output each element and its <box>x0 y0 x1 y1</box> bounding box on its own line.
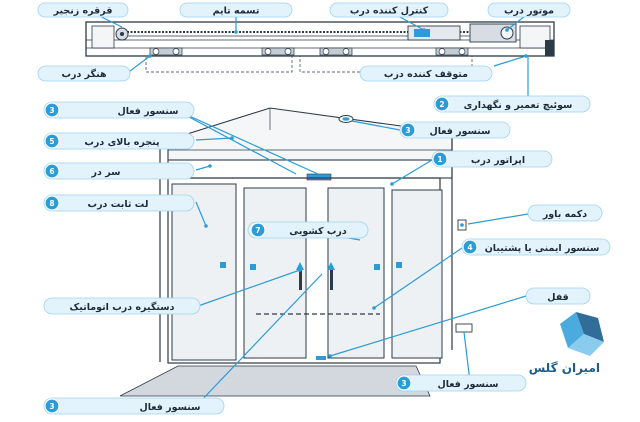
callout-10-text: دستگیره درب اتوماتیک <box>70 301 175 313</box>
callout-8-number: 7 <box>255 226 260 235</box>
callout-2-number: 5 <box>49 137 54 146</box>
callout-0-text: سنسور فعال <box>117 106 178 117</box>
operator-indicator <box>306 173 332 181</box>
label-door-motor: موتور درب <box>504 6 554 17</box>
callout-8-text: درب کشویی <box>289 226 347 237</box>
callout-6-number: 8 <box>49 199 54 208</box>
label-door-hanger: هنگر درب <box>61 68 107 80</box>
callout-1-number: 2 <box>439 100 444 109</box>
callout-12-number: 3 <box>401 379 406 388</box>
callout-13-text: سنسور فعال <box>139 402 200 413</box>
callout-7-text: دکمه باور <box>542 209 587 220</box>
callout-12-text: سنسور فعال <box>437 379 498 390</box>
top-labels: قرقره زنجیر تسمه تایم کنترل کننده درب مو… <box>37 2 571 82</box>
label-zipper-pulley: قرقره زنجیر <box>53 6 113 17</box>
callout-2-text: پنجره بالای درب <box>84 137 159 148</box>
operator-rail <box>85 21 555 73</box>
door-hangers <box>149 47 469 56</box>
callout-3-number: 3 <box>405 126 410 135</box>
callout-11-text: قفل <box>547 292 569 303</box>
label-door-stopper: متوقف کننده درب <box>384 69 468 80</box>
callout-4-text: سر در <box>91 167 121 178</box>
label-door-controller: کنترل کننده درب <box>350 6 429 17</box>
sliding-leaf-left <box>243 187 307 359</box>
callout-1-text: سوئیچ تعمیر و نگهداری <box>464 99 573 111</box>
callout-0-number: 3 <box>49 106 54 115</box>
callout-4-number: 6 <box>49 167 54 176</box>
brand-name: امیران گلس <box>529 361 600 375</box>
label-timing-belt: تسمه تایم <box>213 6 260 17</box>
fixed-leaf-right <box>391 189 443 359</box>
callout-13-number: 3 <box>49 402 54 411</box>
callout-9-number: 4 <box>467 243 472 252</box>
brand-logo: امیران گلس <box>529 312 604 375</box>
callout-9-text: سنسور ایمنی یا پشتیبان <box>485 243 600 254</box>
callout-5-number: 1 <box>437 155 442 164</box>
callout-5-text: اپراتور درب <box>471 155 525 166</box>
callout-3-text: سنسور فعال <box>429 126 490 137</box>
callouts: 3 سنسور فعال 2 سوئیچ تعمیر و نگهداری 5 پ… <box>43 57 611 415</box>
door-elevation <box>119 107 473 397</box>
callout-6-text: لت ثابت درب <box>88 199 149 210</box>
sliding-leaf-right <box>327 187 385 359</box>
fixed-leaf-left <box>171 183 237 361</box>
